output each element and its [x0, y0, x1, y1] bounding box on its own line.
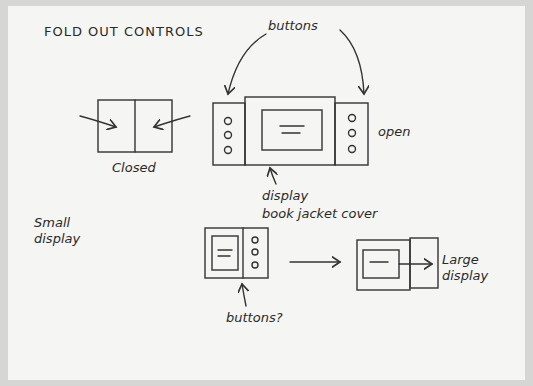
- sketch-note: open: [378, 124, 410, 140]
- sketch-note: book jacket cover: [262, 206, 377, 222]
- small-display-device: [205, 228, 268, 278]
- large-display-device: [357, 240, 410, 290]
- paper-sheet: [8, 6, 525, 380]
- sketch-note: Large display: [442, 252, 504, 283]
- left-button-panel: [213, 103, 245, 165]
- sketch-title: FOLD OUT CONTROLS: [44, 24, 204, 40]
- sketch-note: Small display: [34, 215, 94, 246]
- center-display-frame: [245, 97, 335, 165]
- right-button-panel: [335, 103, 368, 165]
- sketch-note: Closed: [112, 160, 156, 176]
- sketch-note: buttons: [268, 18, 318, 34]
- sketch-note: display: [262, 188, 308, 204]
- closed-device: [98, 100, 172, 152]
- sketch-note: buttons?: [226, 310, 283, 326]
